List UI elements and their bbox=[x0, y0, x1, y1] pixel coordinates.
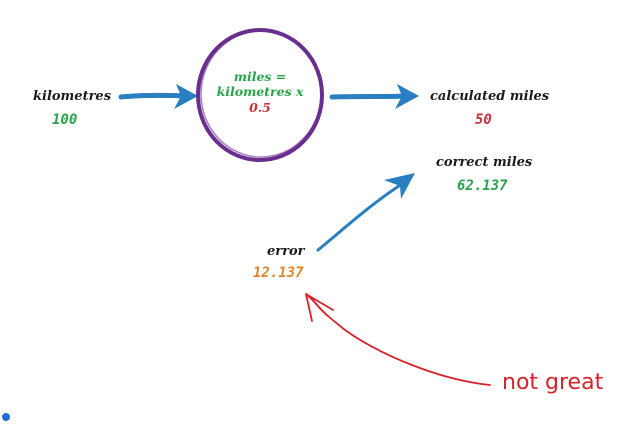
error-value: 12.137 bbox=[253, 265, 304, 281]
formula-circle bbox=[196, 28, 324, 162]
output-value: 50 bbox=[475, 112, 492, 128]
error-arrow bbox=[316, 173, 415, 252]
output-label: calculated miles bbox=[430, 89, 550, 104]
output-arrow bbox=[329, 84, 419, 109]
input-label: kilometres bbox=[33, 89, 112, 104]
truth-label: correct miles bbox=[436, 155, 533, 170]
input-arrow bbox=[118, 84, 198, 109]
formula-line1: miles = bbox=[233, 69, 287, 84]
truth-value: 62.137 bbox=[457, 178, 508, 194]
annotation-arrow bbox=[305, 293, 491, 386]
input-value: 100 bbox=[52, 112, 78, 128]
annotation-text: not great bbox=[502, 370, 604, 395]
blue-dot bbox=[2, 413, 10, 421]
error-label: error bbox=[267, 244, 305, 259]
formula-constant: 0.5 bbox=[249, 100, 271, 115]
formula-line2: kilometres x bbox=[216, 84, 304, 99]
